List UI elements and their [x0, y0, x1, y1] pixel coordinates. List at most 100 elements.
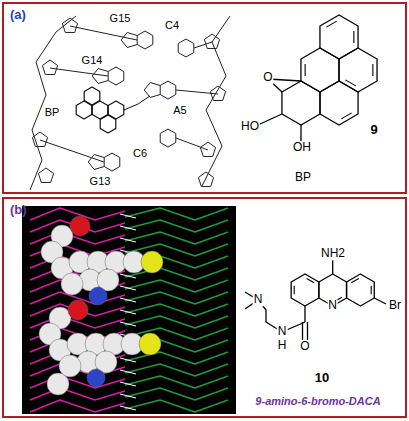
double-bond	[326, 21, 336, 27]
ring	[320, 81, 358, 125]
double-bond	[341, 113, 351, 119]
atom-sphere	[47, 373, 69, 395]
intercalation-model-image	[22, 206, 236, 414]
oxygen-sphere	[68, 300, 88, 320]
atom-label: O	[299, 340, 310, 353]
base-ring	[144, 83, 160, 98]
panel-a: (a)	[2, 2, 407, 194]
bond	[374, 298, 386, 304]
bp-diol-epoxide-structure	[260, 15, 377, 141]
sugar-ring	[62, 18, 77, 32]
nitrogen-sphere	[89, 287, 107, 305]
double-bond	[307, 278, 315, 282]
ring	[301, 48, 339, 92]
dna-strand	[125, 388, 228, 400]
atom-label: O	[262, 71, 273, 84]
bond	[307, 322, 308, 340]
atom-label: H	[277, 339, 288, 352]
dna-strand	[125, 232, 228, 244]
bp-ring	[84, 87, 100, 105]
dna-strand	[125, 364, 228, 376]
base-ring	[104, 153, 120, 171]
glycosidic-bond	[194, 42, 212, 48]
hydrogen	[120, 358, 136, 362]
residue-label: A5	[172, 104, 187, 116]
dna-strand	[125, 316, 228, 328]
compound-number: 9	[369, 123, 378, 137]
hydrogen	[120, 394, 136, 398]
dna-strand	[125, 208, 228, 220]
double-bond	[345, 80, 355, 86]
hydrogen	[120, 310, 136, 314]
dna-strand	[125, 280, 228, 292]
atom-label: Br	[388, 299, 402, 312]
dna-strand	[125, 376, 228, 388]
hydrogen	[120, 406, 136, 410]
bond	[304, 306, 305, 322]
ring	[291, 274, 319, 306]
residue-label: G13	[89, 175, 112, 187]
hydrogen	[120, 274, 136, 278]
hydrogen	[120, 238, 136, 242]
atom-label: N	[327, 299, 338, 312]
double-bond	[353, 31, 354, 43]
oxygen-sphere	[70, 216, 90, 236]
glycosidic-bond	[40, 140, 104, 162]
bp-ring	[100, 115, 116, 133]
bond	[302, 322, 303, 340]
bromine-sphere	[141, 251, 163, 273]
adduct-bond	[124, 96, 150, 110]
nitrogen-sphere	[87, 369, 105, 387]
sugar-ring	[204, 34, 219, 48]
compound-label: BP	[294, 171, 312, 184]
bromine-sphere	[139, 333, 161, 355]
daca-structure	[245, 260, 386, 340]
glycosidic-bond	[176, 90, 218, 94]
ring	[282, 81, 320, 125]
base-ring	[108, 67, 124, 85]
residue-label: G15	[109, 12, 132, 24]
double-bond	[294, 286, 295, 295]
ring	[339, 48, 377, 92]
backbone	[30, 16, 76, 190]
base-ring	[160, 129, 176, 147]
residue-label: C6	[132, 147, 148, 159]
image-background	[22, 206, 236, 414]
hydrogen	[120, 214, 136, 218]
ring	[320, 15, 358, 59]
double-bond	[351, 278, 359, 282]
dna-strand	[30, 376, 125, 388]
atom-sphere	[61, 273, 83, 295]
ring	[347, 274, 375, 306]
residue-label: G14	[81, 54, 104, 66]
hydrogen	[120, 286, 136, 290]
dna-strand	[125, 352, 228, 364]
hydrogen	[120, 226, 136, 230]
base-ring	[160, 81, 176, 99]
bond	[260, 114, 282, 124]
double-bond	[305, 64, 306, 76]
compound-number: 10	[314, 371, 330, 385]
dna-strand	[125, 220, 228, 232]
dna-strand	[30, 400, 125, 412]
double-bond	[372, 64, 373, 76]
hydrogen	[120, 322, 136, 326]
glycosidic-bond	[70, 26, 137, 40]
backbone	[202, 16, 230, 186]
hydrogen	[120, 298, 136, 302]
dna-adduct-drawing	[30, 16, 230, 190]
glycosidic-bond	[176, 138, 208, 150]
sugar-ring	[32, 132, 47, 146]
bond	[332, 260, 333, 274]
base-ring	[178, 39, 194, 57]
dna-strand	[30, 388, 125, 400]
compound-name: 9-amino-6-bromo-DACA	[254, 395, 381, 407]
base-ring	[137, 31, 153, 49]
hydrogen	[120, 370, 136, 374]
dna-strand	[125, 292, 228, 304]
sugar-ring	[198, 172, 213, 186]
panel-b: (b)	[2, 197, 407, 418]
sugar-ring	[42, 60, 57, 74]
residue-label: C4	[164, 19, 180, 31]
